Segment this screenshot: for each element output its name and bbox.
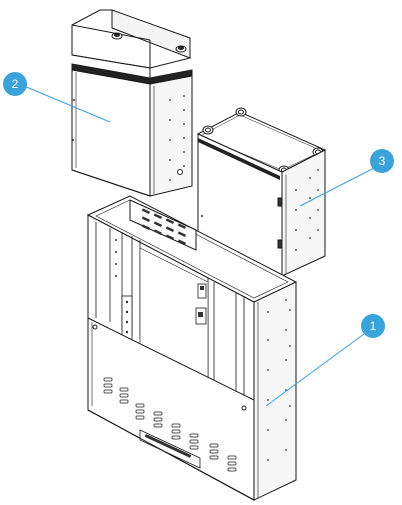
callout-1: 1 [265, 314, 385, 407]
callout-3: 3 [299, 149, 394, 207]
callout-badge-1 [361, 314, 385, 338]
leader-line-2 [23, 85, 111, 123]
callout-number-1: 1 [370, 319, 377, 333]
main-cabinet [86, 195, 298, 501]
callout-number-2: 2 [12, 77, 19, 91]
leader-line-1 [265, 333, 365, 407]
callout-badge-3 [370, 149, 394, 173]
leader-line-3 [299, 167, 375, 207]
callout-2: 2 [3, 72, 111, 123]
front-louvers [103, 377, 237, 472]
back-vent-slots [141, 208, 187, 246]
callout-number-3: 3 [379, 154, 386, 168]
callout-badge-2 [3, 72, 27, 96]
upper-left-enclosure [71, 9, 193, 197]
